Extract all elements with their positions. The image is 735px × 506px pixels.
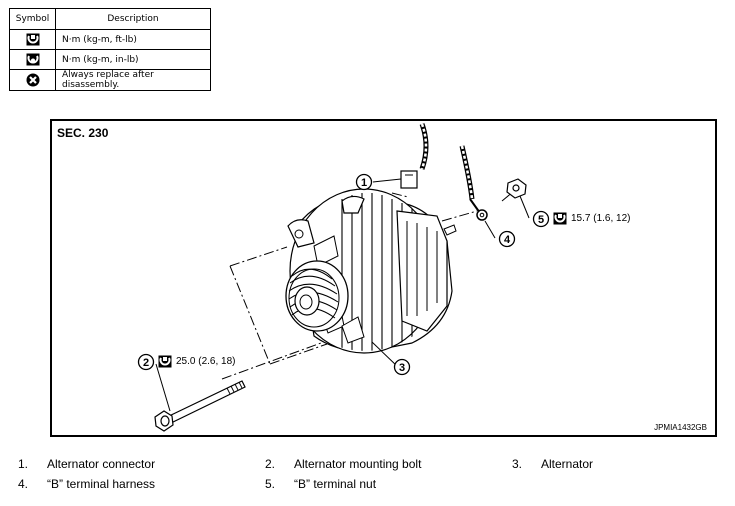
alternator-mounting-bolt (154, 380, 246, 432)
torque-ft-lb-icon (26, 33, 39, 46)
callout-4: 4 (498, 230, 516, 248)
legend-header-row: Symbol Description (9, 8, 211, 30)
part-number: 5. (265, 477, 276, 491)
callout-1: 1 (355, 173, 373, 191)
legend-header-description: Description (55, 8, 211, 30)
part-number: 2. (265, 457, 276, 471)
part-name: Alternator mounting bolt (294, 457, 422, 471)
callout-5: 5 (532, 210, 550, 228)
callout-5-number: 5 (538, 214, 544, 226)
callout-5-torque: 15.7 (1.6, 12) (571, 213, 631, 224)
alternator-connector (400, 123, 429, 189)
callout-3: 3 (393, 358, 411, 376)
legend-description: N·m (kg-m, ft-lb) (55, 29, 211, 50)
legend-description: Always replace after disassembly. (55, 69, 211, 91)
always-replace-icon (26, 73, 39, 87)
legend-description: N·m (kg-m, in-lb) (55, 49, 211, 70)
callout-1-number: 1 (361, 177, 367, 189)
symbol-legend-table: Symbol Description N·m (kg-m, ft-lb) N·m… (9, 8, 211, 91)
part-number: 4. (18, 477, 29, 491)
callout-2-number: 2 (143, 357, 149, 369)
callout-2: 2 (137, 353, 155, 371)
torque-icon-2 (158, 355, 172, 368)
part-name: Alternator (541, 457, 594, 471)
alternator-exploded-figure: SEC. 230 1 2 25.0 (2.6, 18) 3 4 5 15.7 (… (50, 119, 717, 437)
legend-row: Always replace after disassembly. (9, 69, 211, 91)
legend-row: N·m (kg-m, ft-lb) (9, 29, 211, 50)
callout-2-torque: 25.0 (2.6, 18) (176, 356, 236, 367)
callout-4-number: 4 (504, 234, 511, 246)
torque-icon-5 (553, 212, 567, 225)
part-name: “B” terminal harness (47, 477, 156, 491)
legend-header-symbol: Symbol (9, 8, 56, 30)
alternator-drawing (154, 123, 530, 432)
b-terminal-nut (506, 178, 527, 199)
part-number: 1. (18, 457, 29, 471)
b-terminal-harness (459, 145, 488, 221)
part-number: 3. (512, 457, 523, 471)
figure-code: JPMIA1432GB (654, 423, 707, 432)
pulley (285, 260, 349, 332)
part-name: Alternator connector (47, 457, 156, 471)
section-label: SEC. 230 (57, 126, 109, 140)
part-name: “B” terminal nut (294, 477, 377, 491)
legend-row: N·m (kg-m, in-lb) (9, 49, 211, 70)
torque-in-lb-icon (26, 53, 39, 66)
callout-3-number: 3 (399, 362, 405, 374)
